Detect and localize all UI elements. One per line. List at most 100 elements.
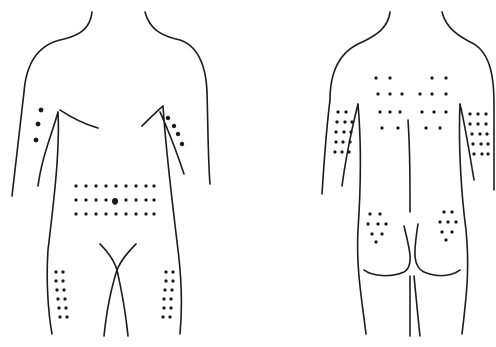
back-view-figure <box>322 12 494 336</box>
injection-site-dot <box>94 184 97 187</box>
injection-site-dot <box>334 130 337 133</box>
injection-site-dot <box>384 222 387 225</box>
injection-site-dot <box>438 220 441 223</box>
injection-site-dot <box>124 212 127 215</box>
injection-site-dot <box>388 92 391 95</box>
front-groin-right <box>117 244 136 270</box>
injection-site-dot <box>55 288 58 291</box>
injection-site-dot <box>374 240 377 243</box>
injection-site-dot <box>378 212 381 215</box>
injection-site-dot <box>344 110 347 113</box>
back-right-gluteal-sites <box>438 210 457 241</box>
front-left-torso-side <box>47 112 58 334</box>
injection-site-dot <box>380 232 383 235</box>
back-left-arm-outer <box>322 100 330 194</box>
injection-site-dot <box>342 130 345 133</box>
injection-site-dot <box>438 126 441 129</box>
injection-site-dot <box>164 279 167 282</box>
abdomen-row <box>74 212 155 215</box>
injection-site-dot <box>476 122 479 125</box>
injection-site-dot <box>486 142 489 145</box>
injection-site-dot <box>343 120 346 123</box>
injection-site-dot <box>388 110 391 113</box>
injection-site-dot <box>94 212 97 215</box>
injection-site-dot <box>349 130 352 133</box>
injection-site-dot <box>56 297 59 300</box>
injection-site-dot <box>58 315 61 318</box>
injection-site-dot <box>134 198 137 201</box>
injection-site-dot <box>444 76 447 79</box>
injection-site-dot <box>454 220 457 223</box>
injection-site-dot <box>170 288 173 291</box>
injection-site-dot <box>444 110 447 113</box>
front-left-arm-sites <box>34 108 44 143</box>
injection-site-dot <box>478 132 481 135</box>
injection-site-dot <box>54 270 57 273</box>
injection-site-dot <box>54 279 57 282</box>
injection-site-dot <box>378 110 381 113</box>
injection-site-dot <box>176 132 180 136</box>
injection-site-dot <box>476 112 479 115</box>
injection-site-dot <box>444 92 447 95</box>
injection-site-dot <box>84 184 87 187</box>
injection-site-dot <box>171 270 174 273</box>
injection-site-dot <box>341 140 344 143</box>
injection-site-dot <box>134 212 137 215</box>
back-left-arm-inner <box>342 104 358 186</box>
injection-site-dot <box>74 184 77 187</box>
injection-site-dot <box>94 198 97 201</box>
front-left-inner-leg <box>104 270 117 336</box>
injection-site-dot <box>61 270 64 273</box>
injection-site-dot <box>479 142 482 145</box>
injection-site-dot <box>333 150 336 153</box>
back-left-shoulder-outline <box>330 12 390 100</box>
injection-site-dot <box>334 140 337 143</box>
injection-site-dot <box>39 108 44 113</box>
front-right-shoulder-outline <box>145 12 207 92</box>
injection-site-dot <box>144 198 147 201</box>
injection-site-dot <box>484 122 487 125</box>
back-right-arm-inner <box>460 104 474 180</box>
injection-site-dot <box>347 150 350 153</box>
injection-site-dot <box>366 222 369 225</box>
back-spine-line <box>408 120 410 212</box>
injection-site-dot <box>163 288 166 291</box>
injection-site-dot <box>152 212 155 215</box>
injection-site-dot <box>350 120 353 123</box>
injection-site-dot <box>424 126 427 129</box>
injection-site-dot <box>446 220 449 223</box>
front-right-thigh-sites <box>161 270 174 318</box>
back-left-scapula-sites <box>374 76 403 129</box>
injection-site-dot <box>430 76 433 79</box>
front-right-inner-leg <box>117 270 128 336</box>
injection-site-dot <box>486 152 489 155</box>
injection-site-dot <box>485 132 488 135</box>
injection-site-dot <box>114 184 117 187</box>
injection-site-dot <box>74 212 77 215</box>
injection-site-dot <box>432 110 435 113</box>
injection-site-dot <box>444 238 447 241</box>
injection-site-dot <box>376 222 379 225</box>
injection-site-dot <box>84 212 87 215</box>
injection-site-dot <box>471 142 474 145</box>
injection-site-dot <box>180 142 184 146</box>
injection-site-dot <box>472 152 475 155</box>
injection-site-dot <box>104 198 107 201</box>
back-left-arm-sites <box>333 110 353 153</box>
injection-site-dot <box>440 230 443 233</box>
injection-site-dot <box>169 297 172 300</box>
injection-site-dot <box>376 92 379 95</box>
injection-site-dot <box>468 112 471 115</box>
front-groin-left <box>100 244 117 270</box>
front-left-arm-outer <box>12 92 24 196</box>
injection-site-dot <box>65 315 68 318</box>
injection-site-dot <box>420 110 423 113</box>
injection-site-dot <box>374 76 377 79</box>
back-right-scapula-sites <box>418 76 447 129</box>
injection-site-dot <box>144 184 147 187</box>
injection-site-dot <box>36 122 41 127</box>
injection-site-dot <box>168 315 171 318</box>
injection-site-dot <box>57 306 60 309</box>
injection-site-dot <box>442 210 445 213</box>
